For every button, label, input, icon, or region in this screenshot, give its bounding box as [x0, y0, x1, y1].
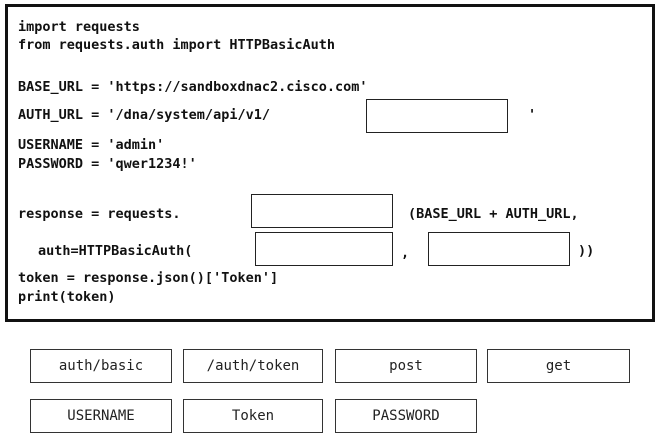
- code-line-auth-url-suffix: ': [528, 107, 537, 123]
- choice-auth-basic[interactable]: auth/basic: [30, 349, 172, 383]
- code-line-auth-prefix: auth=HTTPBasicAuth(: [38, 243, 193, 259]
- blank-auth-username[interactable]: [255, 232, 393, 266]
- blank-auth-password[interactable]: [428, 232, 570, 266]
- code-line-print: print(token): [18, 289, 116, 305]
- code-line-import: import requests: [18, 19, 140, 35]
- code-line-password: PASSWORD = 'qwer1234!': [18, 156, 197, 172]
- choice-auth-token[interactable]: /auth/token: [183, 349, 323, 383]
- code-line-base-url: BASE_URL = 'https://sandboxdnac2.cisco.c…: [18, 79, 368, 95]
- code-line-from-import: from requests.auth import HTTPBasicAuth: [18, 37, 335, 53]
- code-line-auth-suffix: )): [578, 243, 595, 259]
- choice-token[interactable]: Token: [183, 399, 323, 433]
- choice-get[interactable]: get: [487, 349, 630, 383]
- blank-request-method[interactable]: [251, 194, 393, 228]
- blank-auth-url[interactable]: [366, 99, 508, 133]
- code-line-auth-comma: ,: [401, 245, 410, 261]
- code-line-response-prefix: response = requests.: [18, 206, 181, 222]
- code-line-token: token = response.json()['Token']: [18, 270, 279, 286]
- code-line-auth-url-prefix: AUTH_URL = '/dna/system/api/v1/: [18, 107, 270, 123]
- code-panel: import requests from requests.auth impor…: [5, 4, 655, 322]
- choice-password[interactable]: PASSWORD: [335, 399, 477, 433]
- code-line-response-suffix: (BASE_URL + AUTH_URL,: [408, 206, 579, 222]
- choice-username[interactable]: USERNAME: [30, 399, 172, 433]
- choice-post[interactable]: post: [335, 349, 477, 383]
- code-line-username: USERNAME = 'admin': [18, 137, 165, 153]
